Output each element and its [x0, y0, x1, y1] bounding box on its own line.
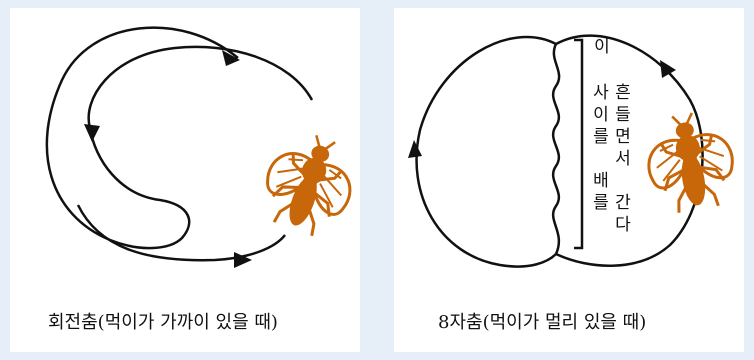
waggle-bracket	[574, 40, 582, 248]
waggle-label-top: 이	[592, 36, 612, 58]
waggle-label-between: 사이를	[592, 82, 612, 148]
round-dance-figure	[47, 28, 312, 261]
arrow-icon	[660, 60, 676, 78]
waggle-run	[553, 44, 559, 254]
waggle-left-loop	[417, 37, 556, 267]
round-dance-bottom-path	[78, 205, 285, 260]
round-dance-inner-path	[89, 47, 312, 128]
round-dance-caption: 회전춤(먹이가 가까이 있을 때)	[48, 308, 278, 334]
waggle-label-goes: 간다	[614, 192, 634, 236]
waggle-label-belly: 배를	[592, 170, 612, 214]
arrow-icon	[84, 124, 100, 142]
waggle-dance-caption: 8자춤(먹이가 멀리 있을 때)	[438, 308, 646, 334]
arrow-icon	[408, 140, 422, 158]
waggle-dance-figure	[417, 36, 703, 267]
round-dance-outer-path	[47, 28, 238, 248]
bee-icon	[254, 124, 366, 243]
bee-icon	[641, 107, 740, 216]
waggle-label-shaking: 흔들면서	[614, 82, 634, 170]
